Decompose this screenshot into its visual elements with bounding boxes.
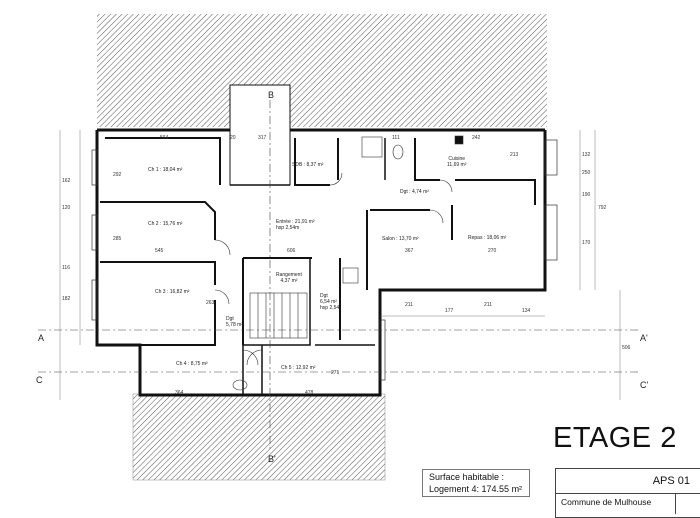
- dimension: 132: [582, 152, 591, 158]
- hatched-area-top: [97, 14, 547, 127]
- room-repas: Repas : 18,06 m²: [468, 235, 507, 241]
- dimension: 177: [445, 308, 454, 314]
- section-lines: [38, 100, 640, 450]
- section-label-c-prime: C': [640, 380, 649, 390]
- walls: [95, 128, 547, 397]
- room-entree-height: hsp 2,54m: [276, 225, 300, 231]
- room-salon: Salon : 13,70 m²: [382, 236, 419, 242]
- room-ch4: Ch 4 : 8,75 m²: [176, 361, 208, 367]
- dimension: 506: [622, 345, 631, 351]
- dimension: 250: [582, 170, 591, 176]
- dimension: 190: [582, 192, 591, 198]
- dimension: 120: [62, 205, 71, 211]
- dimension: 211: [484, 302, 492, 308]
- dimension: 545: [155, 248, 164, 254]
- dimension-lines: [59, 130, 621, 400]
- dimension: 134: [522, 308, 531, 314]
- commune-name: Commune de Mulhouse: [556, 494, 676, 514]
- surface-value: Logement 4: 174.55 m²: [429, 484, 523, 494]
- section-label-b-prime: B': [268, 454, 276, 464]
- dimension: 270: [488, 248, 497, 254]
- dimension: 111: [392, 135, 400, 141]
- dimension: 182: [62, 296, 71, 302]
- dimension: 317: [258, 135, 267, 141]
- room-dgt-3: Dgt : 4,74 m²: [400, 189, 429, 195]
- dimension: 211: [405, 302, 413, 308]
- staircase: [249, 292, 308, 339]
- room-ch1: Ch 1 : 18,04 m²: [148, 167, 183, 173]
- dimension: 564: [160, 135, 169, 141]
- fixtures: [232, 135, 464, 391]
- dimension: 263: [206, 300, 215, 306]
- surface-label: Surface habitable :: [429, 472, 505, 482]
- dimension: 478: [305, 390, 314, 396]
- room-ch5: Ch 5 : 12,92 m²: [281, 365, 316, 371]
- dimension: 20: [230, 135, 236, 141]
- dimension: 292: [113, 172, 122, 178]
- drawing-code: APS 01: [556, 469, 700, 494]
- dimension: 170: [582, 240, 591, 246]
- room-ch2: Ch 2 : 15,76 m²: [148, 221, 183, 227]
- door-swings: [214, 172, 453, 366]
- section-label-a: A: [38, 333, 45, 343]
- dimension: 792: [598, 205, 607, 211]
- drawing-title: ETAGE 2: [553, 422, 677, 454]
- section-label-b: B: [268, 90, 275, 100]
- dimension: 162: [62, 178, 71, 184]
- section-label-a-prime: A': [640, 333, 648, 343]
- dimension: 271: [331, 370, 340, 376]
- dimension: 364: [175, 390, 184, 396]
- dimension: 367: [405, 248, 414, 254]
- dimension: 242: [472, 135, 481, 141]
- room-entree-area: Entrée : 21,91 m²: [276, 219, 315, 225]
- dimension: 213: [510, 152, 519, 158]
- room-sdb: SDB : 8,37 m²: [292, 162, 324, 168]
- dimension: 606: [287, 248, 296, 254]
- dimension: 285: [113, 236, 122, 242]
- title-block: APS 01 Commune de Mulhouse: [555, 468, 700, 518]
- hatched-area-bottom: [133, 394, 385, 480]
- dimension: 116: [62, 265, 70, 271]
- room-ch3: Ch 3 : 16,82 m²: [155, 289, 190, 295]
- surface-box: Surface habitable : Logement 4: 174.55 m…: [422, 469, 530, 497]
- windows: [91, 139, 558, 381]
- section-label-c: C: [36, 375, 43, 385]
